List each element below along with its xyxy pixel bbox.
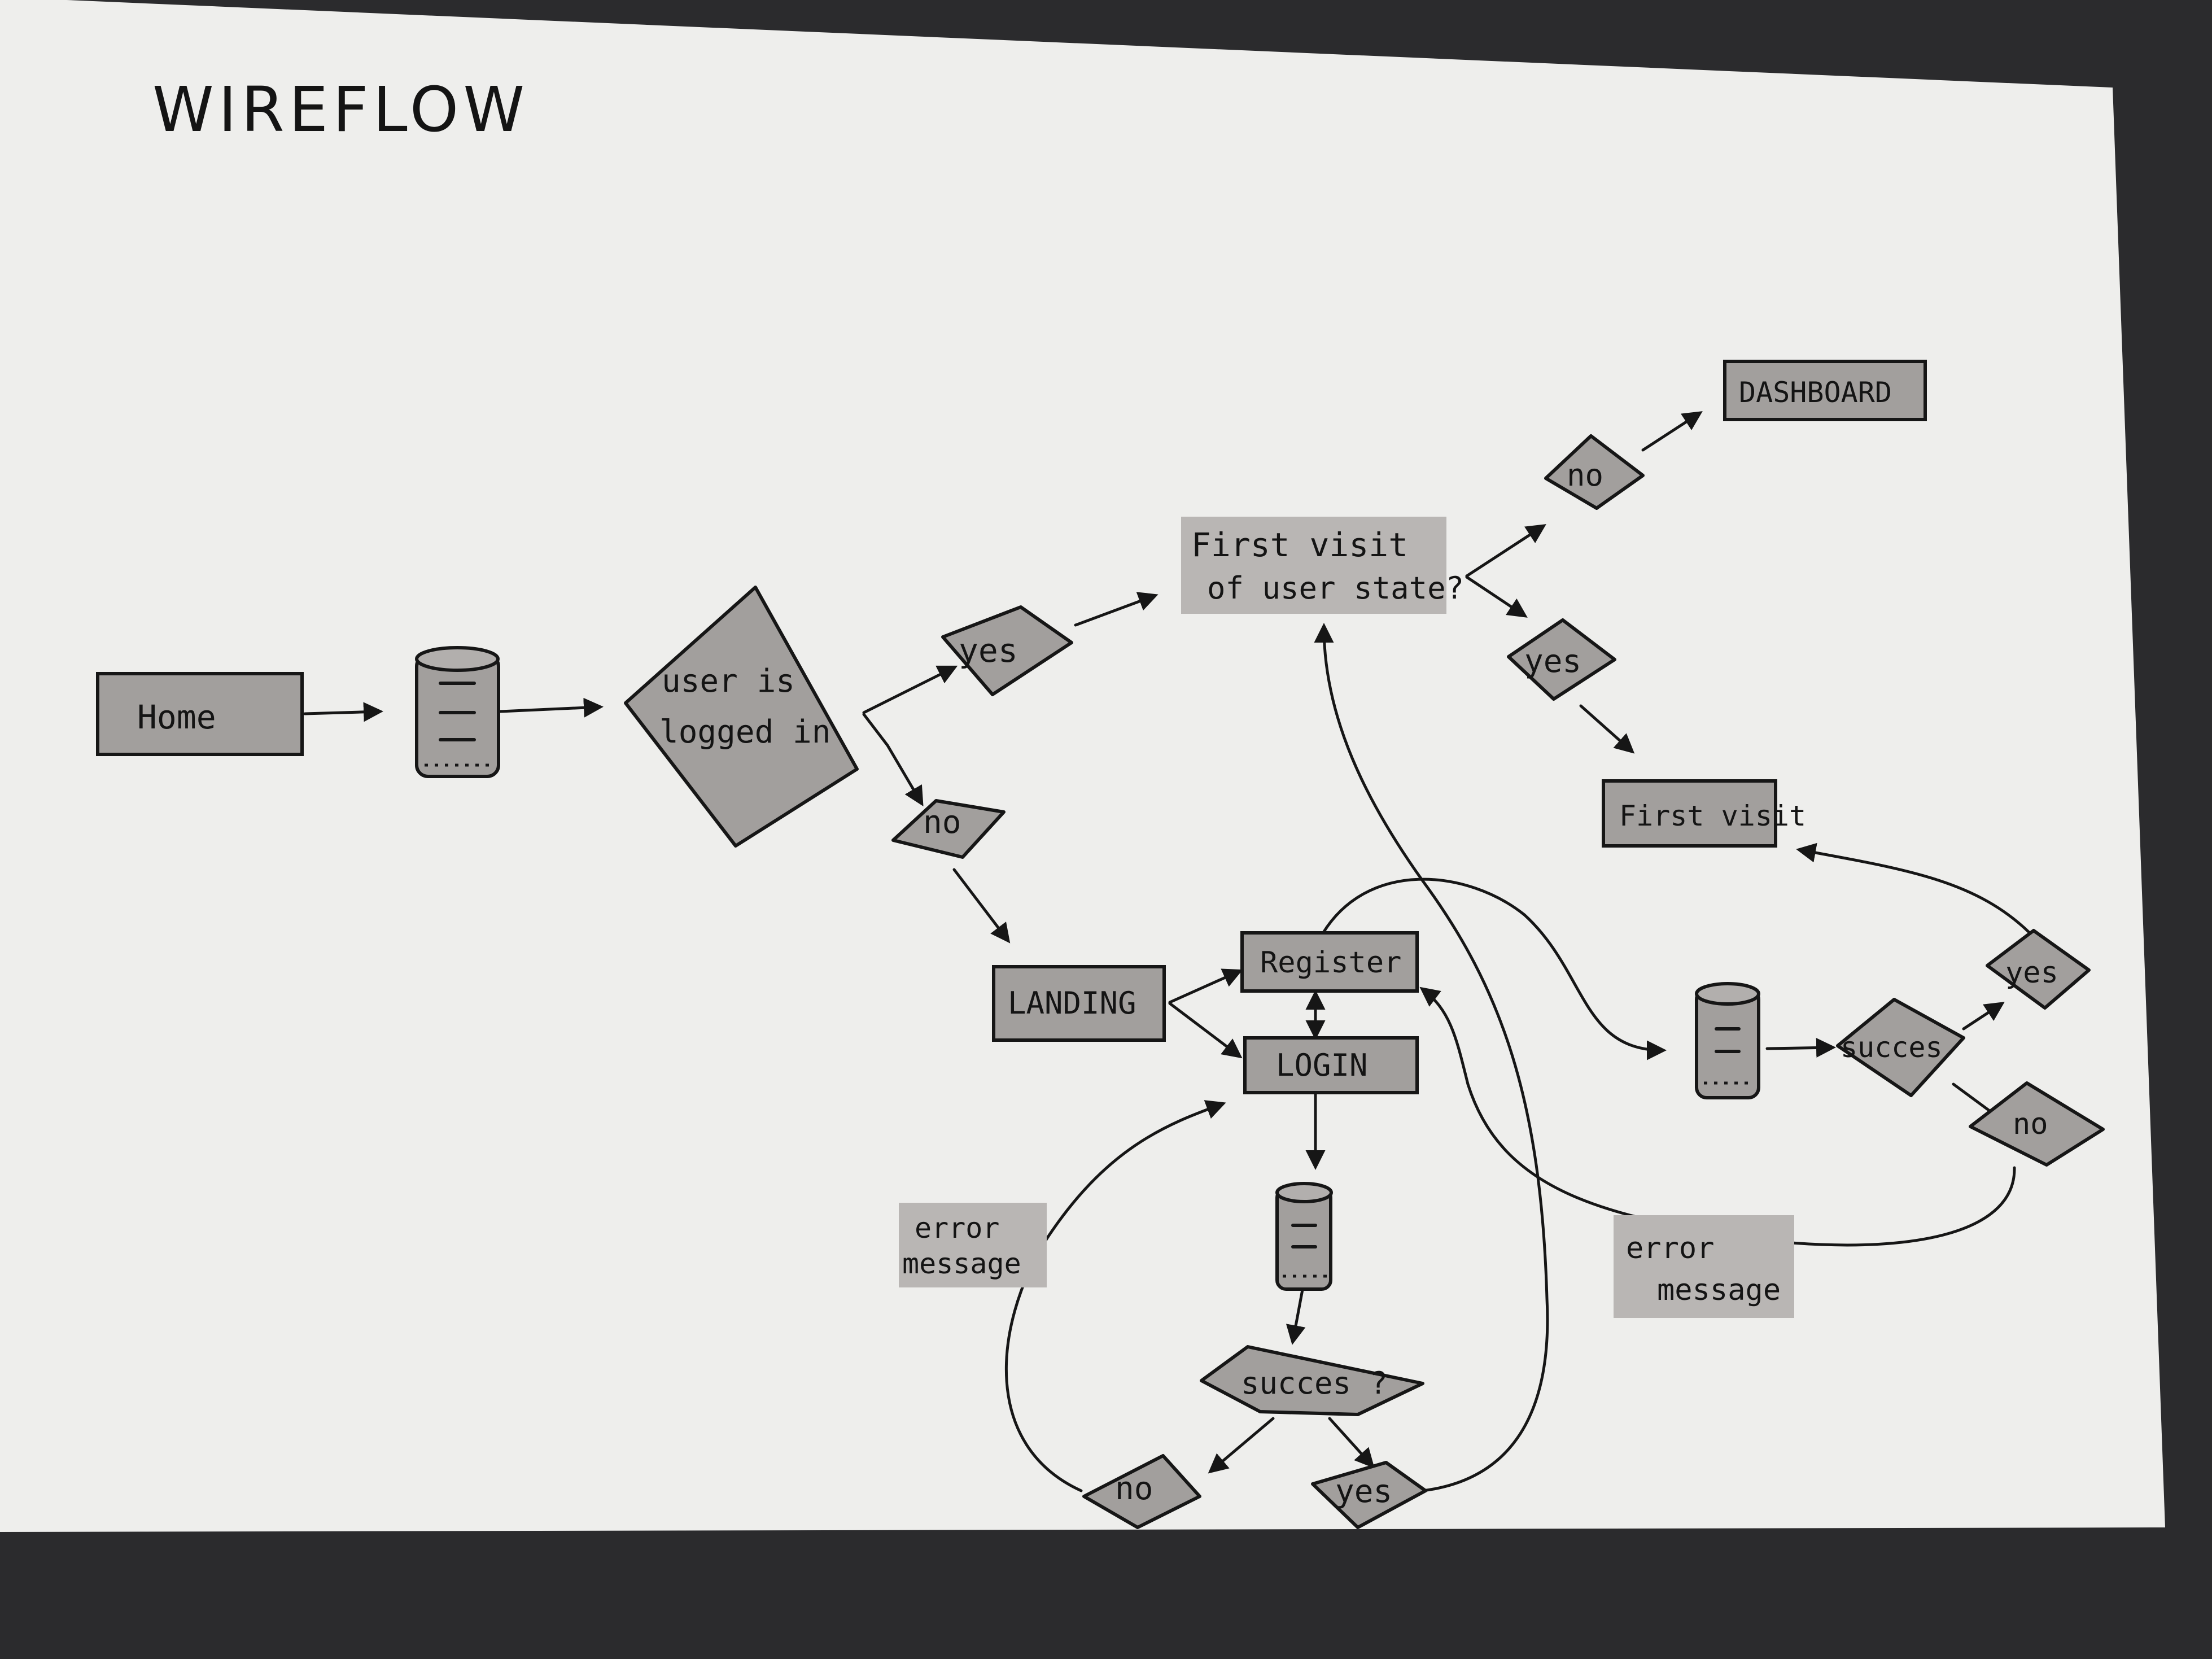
succes-decision-login: succes ? — [1200, 1345, 1424, 1416]
yes-decision-3: yes — [1311, 1461, 1427, 1529]
page-title: WIREFLOW — [152, 73, 529, 146]
yes-label-3: yes — [1335, 1473, 1392, 1510]
no-label-4: no — [2013, 1107, 2048, 1141]
yes-decision-4: yes — [1986, 929, 2091, 1010]
edge-landing-to-register — [1168, 968, 1243, 1004]
no-decision-2: no — [1544, 434, 1645, 510]
edge-no-to-dashboard — [1641, 411, 1703, 452]
yes-decision-1: yes — [941, 605, 1073, 696]
no-label-1: no — [923, 804, 961, 841]
no-label-2: no — [1567, 457, 1603, 493]
edge-succes-to-yes — [1328, 1417, 1375, 1469]
edge-logged-in-to-no — [862, 713, 924, 807]
login-box: LOGIN — [1243, 1036, 1419, 1094]
edge-landing-to-login — [1168, 1002, 1243, 1059]
error-message-right-line-1: error — [1626, 1232, 1715, 1265]
yes-label-2: yes — [1524, 643, 1581, 680]
error-message-left: error message — [899, 1203, 1047, 1287]
edge-succes-to-yes-register — [1962, 1002, 2005, 1031]
succes-login-label: succes ? — [1241, 1365, 1388, 1401]
yes-label-1: yes — [959, 631, 1018, 670]
database-icon — [1275, 1182, 1333, 1291]
no-decision-3: no — [1082, 1454, 1201, 1529]
yes-label-4: yes — [2005, 956, 2058, 990]
database-icon — [1695, 982, 1760, 1099]
edge-yes-to-first-visit-question — [1074, 592, 1159, 627]
first-visit-label: First visit — [1619, 800, 1806, 832]
user-logged-in-decision: user is logged in — [624, 586, 859, 848]
home-box: Home — [96, 672, 304, 756]
error-message-left-line-1: error — [915, 1212, 1000, 1245]
succes-register-label: succes — [1841, 1031, 1943, 1064]
error-message-right-line-2: message — [1657, 1273, 1781, 1307]
first-visit-question-line-2: of user state? — [1207, 570, 1464, 606]
edge-succes-to-no — [1208, 1417, 1275, 1474]
error-message-left-line-2: message — [902, 1247, 1021, 1280]
register-label: Register — [1260, 946, 1401, 980]
edge-home-to-db — [303, 702, 383, 722]
user-logged-in-line-2: logged in — [659, 714, 830, 750]
landing-label: LANDING — [1008, 985, 1136, 1021]
edge-register-to-db — [1319, 877, 1667, 1060]
edge-question-to-no — [1465, 524, 1546, 578]
home-label: Home — [137, 698, 216, 736]
database-icon — [415, 646, 500, 778]
edge-no-to-landing — [952, 868, 1011, 944]
dashboard-label: DASHBOARD — [1739, 376, 1892, 409]
no-label-3: no — [1115, 1470, 1153, 1507]
no-decision-1: no — [891, 799, 1006, 859]
first-visit-question-line-1: First visit — [1191, 526, 1408, 564]
edge-logged-in-to-yes — [862, 665, 958, 714]
dashboard-box: DASHBOARD — [1723, 360, 1927, 421]
register-box: Register — [1240, 931, 1419, 993]
landing-box: LANDING — [992, 965, 1166, 1042]
edge-yes-to-first-visit-question — [1314, 623, 1549, 1492]
edge-db-to-logged-in — [498, 697, 604, 718]
edge-yes-to-first-visit — [1579, 704, 1635, 754]
first-visit-question: First visit of user state? — [1181, 517, 1464, 614]
no-decision-4: no — [1969, 1081, 2105, 1167]
edge-no-error-to-register — [1419, 986, 2016, 1247]
first-visit-box: First visit — [1602, 779, 1806, 848]
paper-sheet — [0, 0, 2165, 1532]
edge-question-to-yes — [1465, 575, 1528, 618]
user-logged-in-line-1: user is — [662, 663, 795, 700]
error-message-right: error message — [1614, 1215, 1794, 1318]
edge-yes-to-first-visit — [1796, 842, 2031, 935]
edge-db-to-succes-register — [1765, 1037, 1836, 1058]
login-label: LOGIN — [1276, 1047, 1368, 1083]
succes-decision-register: succes — [1836, 998, 1965, 1097]
yes-decision-2: yes — [1507, 618, 1616, 701]
